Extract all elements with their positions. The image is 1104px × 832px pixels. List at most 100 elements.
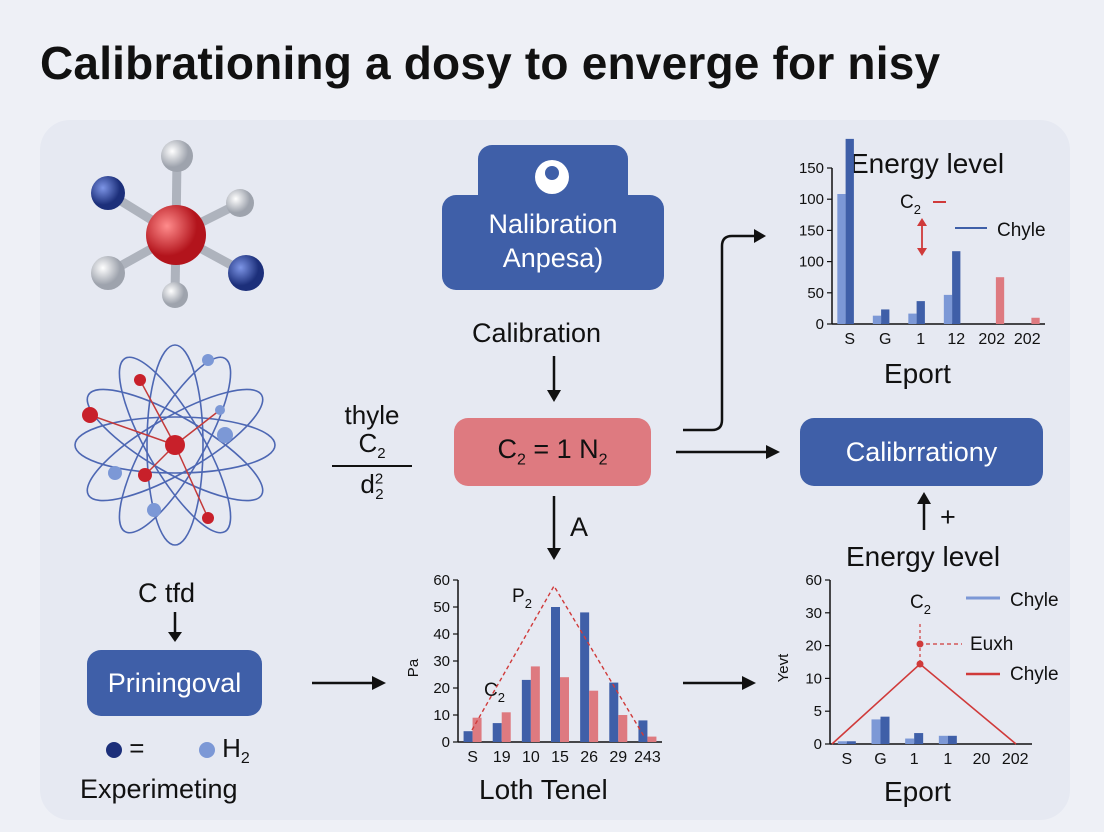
chart3-bar [905, 738, 915, 744]
arrow-to-top-chart [683, 234, 758, 432]
chart1-bar [845, 138, 854, 324]
chart2-bar [618, 715, 628, 742]
nalibration-text: Nalibration Anpesa) [442, 207, 664, 275]
atom-icon [74, 344, 276, 546]
legend-h: H [222, 733, 241, 763]
experimenting-label: Experimeting [80, 774, 238, 804]
chart2-bar [551, 607, 560, 742]
chart2-y-tick-label: 60 [433, 572, 450, 589]
chart3-bar [914, 733, 924, 744]
nalibration-line1: Nalibration [488, 209, 618, 239]
chart1-bar [908, 313, 917, 324]
equation-box: C2 = 1 N2 [454, 418, 651, 486]
chart3-y-tick-label: 0 [814, 736, 822, 753]
chart3-point [916, 660, 924, 668]
chart2-trend-line [471, 584, 646, 739]
eq-mid: = 1 N [525, 434, 599, 465]
chart2-y-tick-label: 40 [433, 626, 450, 643]
chart3-y-tick-label: 5 [814, 703, 822, 720]
chart1-x-tick-label: 202 [1014, 331, 1041, 348]
chart1-y-tick-label: 150 [799, 160, 824, 177]
chart3-bar [938, 735, 948, 744]
chart1-bar [1031, 317, 1040, 324]
dark-dot-icon [106, 742, 122, 759]
chart2-peak-sub: 2 [525, 596, 532, 611]
chart1-legend-label: Chyle [997, 220, 1046, 241]
chart3-legend-label: Chyle [1010, 664, 1059, 685]
chart2-bar [609, 682, 619, 742]
chart1-bar [943, 294, 953, 324]
chart1-x-tick-label: 1 [916, 331, 925, 348]
chart2-bar [530, 666, 540, 742]
chart1-y-tick-label: 50 [807, 285, 824, 302]
chart2-bar [492, 723, 502, 742]
chart2-bar [589, 690, 599, 742]
chart3-ylabel: Yevt [775, 653, 792, 682]
chart1-annotation: C2 [900, 192, 921, 217]
chart2-bar [560, 677, 569, 742]
chart2-side-label: C2 [484, 680, 505, 705]
chart1-y-tick-label: 150 [799, 222, 824, 239]
chart3-legend-label: Chyle [1010, 590, 1059, 611]
nalibration-body [442, 195, 664, 290]
molecule-icon [91, 140, 264, 308]
formula-d-sup: 2 [374, 470, 384, 488]
chart1-annotation-sub: 2 [914, 202, 921, 217]
chart1-y-tick-label: 0 [816, 316, 824, 333]
calibrrationy-box: Calibrrationy [800, 418, 1043, 486]
formula: thyle C2 d22 [332, 402, 412, 502]
chart2-bar [580, 612, 590, 742]
chart1-bar [916, 301, 925, 324]
chart3-bar [846, 741, 856, 744]
chart3-x-tick-label: 1 [943, 751, 952, 768]
eq-c-sub: 2 [516, 451, 526, 469]
eq-n-sub: 2 [598, 451, 608, 469]
left-legend: = H2 [106, 733, 250, 768]
chart3-legend-label: Euxh [970, 634, 1013, 655]
chart3-annotation: C2 [910, 592, 931, 617]
chart3-x-tick-label: G [874, 751, 886, 768]
chart2-bar [638, 720, 648, 742]
chart3-y-tick-label: 60 [805, 572, 822, 589]
chart3-x-tick-label: 20 [973, 751, 991, 768]
plus-label: + [940, 502, 956, 532]
nalibration-line2: Anpesa) [502, 243, 604, 273]
chart3-trend-line [831, 662, 1017, 745]
chart1-arrow-head-down [917, 248, 927, 256]
calibrrationy-label: Calibrrationy [845, 436, 998, 467]
calibration-label: Calibration [472, 318, 602, 348]
chart1-x-tick-label: 12 [947, 331, 965, 348]
chart3-bar [837, 741, 847, 744]
formula-top: thyle [344, 400, 400, 430]
chart1-bar [872, 315, 882, 324]
chart1-bar [995, 277, 1005, 324]
chart1-bar [881, 309, 890, 324]
formula-line [332, 465, 412, 467]
chart2-x-tick-label: 243 [634, 749, 661, 766]
chart2-bar [521, 679, 531, 742]
chart2-peak-label: P2 [512, 586, 532, 611]
chart1-title: Energy level [850, 148, 1005, 179]
formula-d-sub: 2 [375, 485, 384, 503]
chart1-xlabel: Eport [884, 358, 951, 389]
chart1-bar [837, 194, 846, 324]
chart3-point [916, 640, 924, 648]
c-tfd-label: C tfd [138, 578, 196, 608]
formula-c: C [358, 428, 378, 458]
chart2-ylabel: Pa [405, 658, 422, 677]
priningoval-box: Priningoval [87, 650, 262, 716]
chart1-arrow-head-up [917, 218, 927, 226]
chart2-x-tick-label: 19 [493, 749, 511, 766]
chart3-bar [947, 735, 957, 744]
chart2-title: Loth Tenel [479, 774, 608, 805]
chart1-y-tick-label: 100 [799, 191, 824, 208]
chart3-x-tick-label: 1 [910, 751, 919, 768]
chart3-x-tick-label: 202 [1002, 751, 1029, 768]
chart1-x-tick-label: S [844, 331, 855, 348]
chart3-y-tick-label: 20 [805, 638, 822, 655]
arrow-a-label: A [570, 512, 589, 542]
priningoval-label: Priningoval [107, 667, 242, 698]
legend-equal: = [129, 733, 145, 763]
